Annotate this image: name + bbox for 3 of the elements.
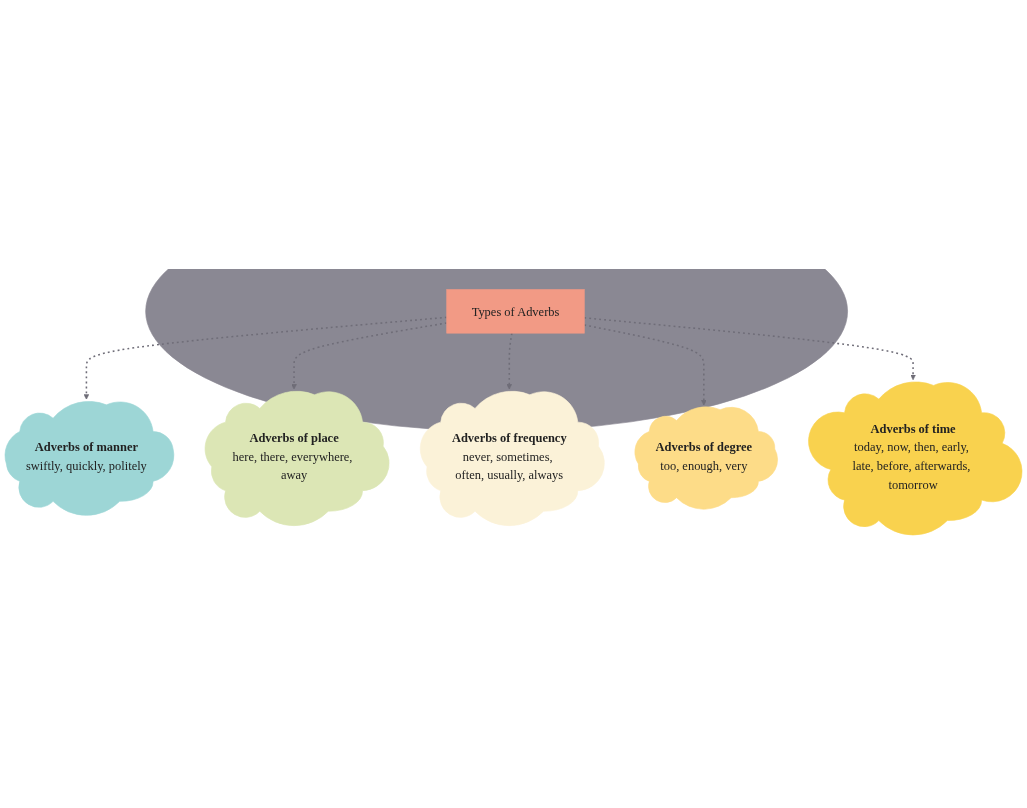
node-box: Types of Adverbs	[446, 288, 585, 333]
arrow	[506, 331, 513, 389]
cluster	[145, 268, 848, 431]
